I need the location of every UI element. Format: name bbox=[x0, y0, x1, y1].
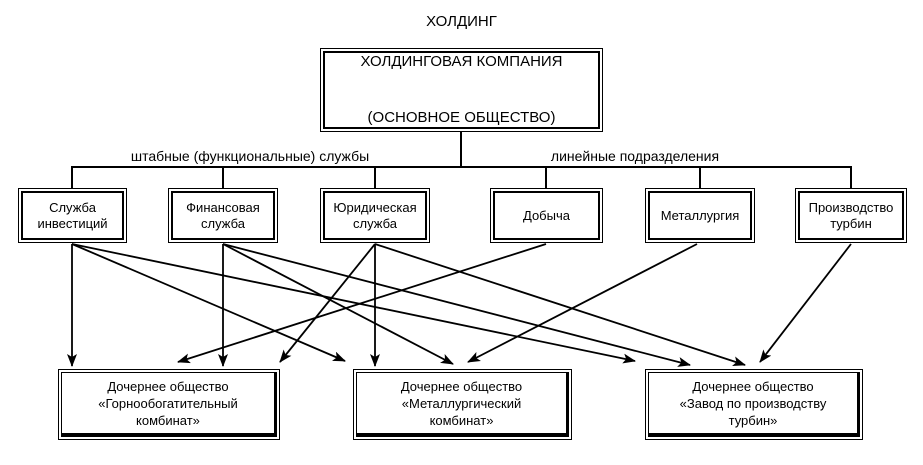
node-subsidiary-turbine-plant: Дочернее общество «Завод по производству… bbox=[645, 369, 863, 440]
node-metallurgy-division-label: Металлургия bbox=[648, 191, 752, 240]
node-turbine-production-division-label: Производство турбин bbox=[798, 191, 904, 240]
holding-company-line2: (ОСНОВНОЕ ОБЩЕСТВО) bbox=[367, 109, 556, 126]
diagram-title: ХОЛДИНГ bbox=[426, 13, 497, 30]
node-finance-service-label: Финансовая служба bbox=[171, 191, 275, 240]
node-investment-service: Служба инвестиций bbox=[18, 188, 127, 243]
node-finance-service: Финансовая служба bbox=[168, 188, 278, 243]
node-subsidiary-mining-plant: Дочернее общество «Горнообогатительный к… bbox=[58, 369, 280, 440]
node-turbine-production-division: Производство турбин bbox=[795, 188, 907, 243]
node-mining-division-label: Добыча bbox=[493, 191, 600, 240]
node-subsidiary-metallurgical-plant: Дочернее общество «Металлургический комб… bbox=[353, 369, 572, 440]
node-investment-service-label: Служба инвестиций bbox=[21, 191, 124, 240]
node-mining-division: Добыча bbox=[490, 188, 603, 243]
node-subsidiary-turbine-plant-label: Дочернее общество «Завод по производству… bbox=[648, 372, 860, 437]
node-legal-service-label: Юридическая служба bbox=[323, 191, 427, 240]
node-subsidiary-metallurgical-plant-label: Дочернее общество «Металлургический комб… bbox=[356, 372, 569, 437]
node-subsidiary-mining-plant-label: Дочернее общество «Горнообогатительный к… bbox=[61, 372, 277, 437]
node-holding-company: ХОЛДИНГОВАЯ КОМПАНИЯ (ОСНОВНОЕ ОБЩЕСТВО) bbox=[320, 48, 603, 132]
group-label-line-divisions: линейные подразделения bbox=[550, 148, 720, 164]
node-holding-company-label: ХОЛДИНГОВАЯ КОМПАНИЯ (ОСНОВНОЕ ОБЩЕСТВО) bbox=[323, 51, 600, 129]
holding-company-line1: ХОЛДИНГОВАЯ КОМПАНИЯ bbox=[360, 53, 563, 70]
node-legal-service: Юридическая служба bbox=[320, 188, 430, 243]
group-label-staff-services: штабные (функциональные) службы bbox=[130, 148, 370, 164]
node-metallurgy-division: Металлургия bbox=[645, 188, 755, 243]
